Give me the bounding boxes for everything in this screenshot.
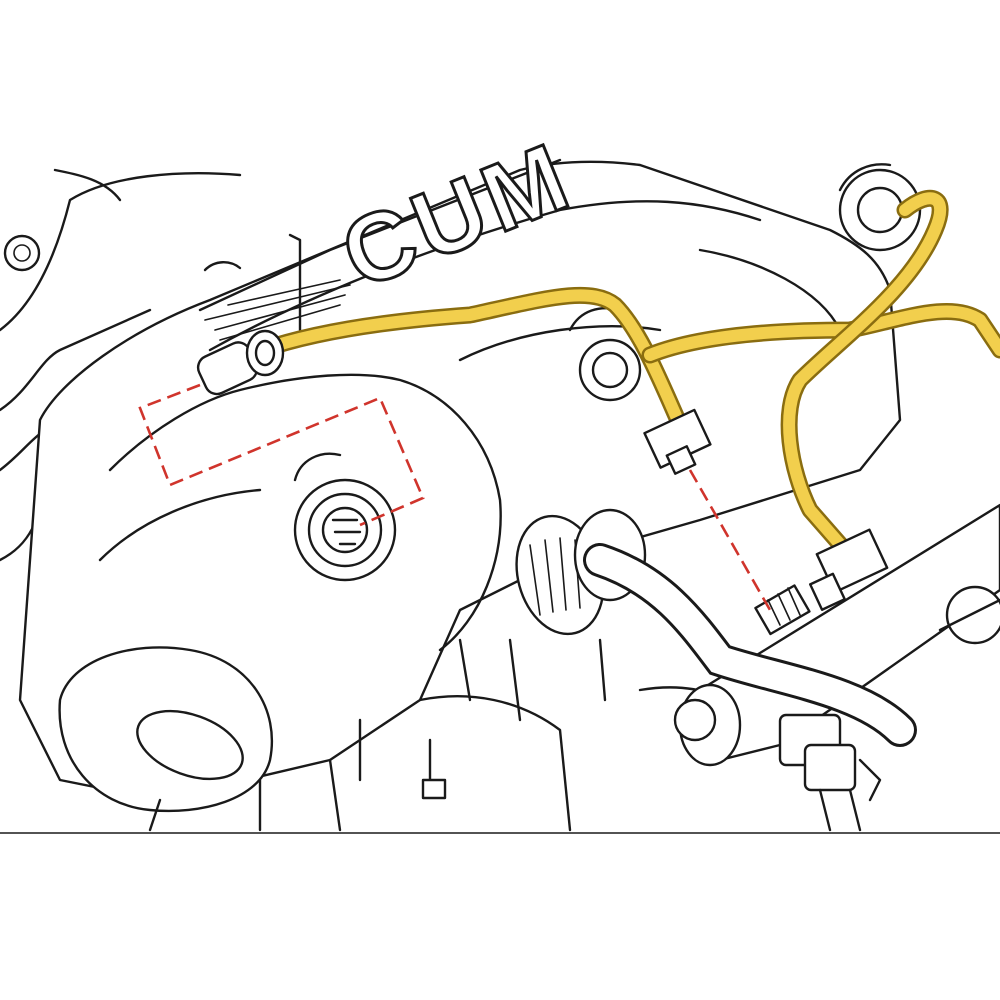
fuel-rail [673,503,1000,767]
upper-right-bolts [568,163,922,402]
center-fitting-nut [643,408,712,475]
high-pressure-hose [583,543,917,747]
fuel-lines [253,189,1000,559]
rail-fitting-nut [809,528,889,611]
fuel-line-3 [783,192,947,556]
lifting-bracket [58,646,274,832]
fittings [196,329,889,611]
oil-fill-cap [293,452,397,582]
injector-connector [778,713,882,832]
cover-fitting [196,329,285,396]
leader-line-rail [688,469,772,611]
leader-line-cap [138,383,425,527]
leader-lines [138,383,772,611]
